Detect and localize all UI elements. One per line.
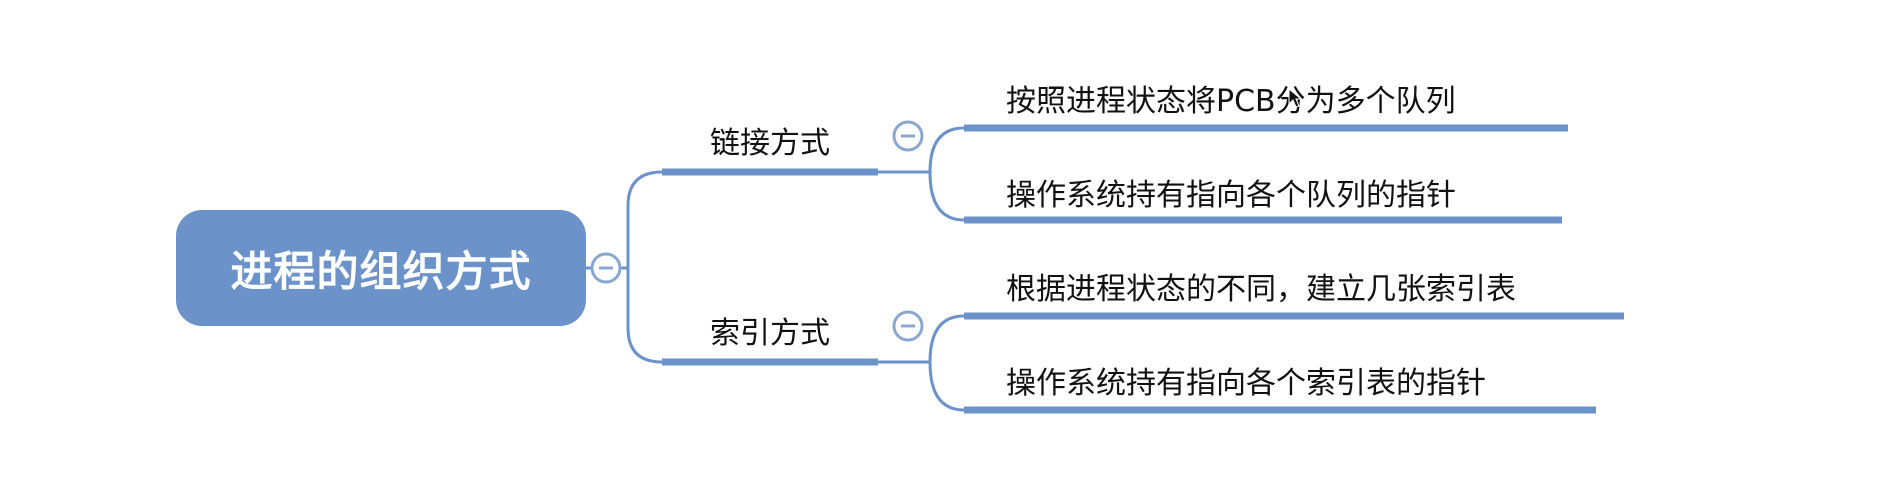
branch-label: 索引方式 [710,316,830,351]
root-label: 进程的组织方式 [230,246,532,296]
branch-1-connector [878,126,965,222]
root-node[interactable]: 进程的组织方式 [176,210,586,326]
leaf-node[interactable]: 操作系统持有指向各个索引表的指针 [1006,358,1486,402]
branch-node-link[interactable]: 链接方式 [664,118,876,162]
branch-1-collapse-toggle[interactable] [892,120,924,152]
mouse-pointer-icon [1288,88,1302,108]
leaf-label: 根据进程状态的不同，建立几张索引表 [1006,272,1516,307]
leaf-node[interactable]: 操作系统持有指向各个队列的指针 [1006,170,1456,214]
root-collapse-toggle[interactable] [590,252,622,284]
leaf-label: 按照进程状态将PCB分为多个队列 [1006,84,1456,119]
branch-label: 链接方式 [710,126,830,161]
branch-2-collapse-toggle[interactable] [892,310,924,342]
branch-node-index[interactable]: 索引方式 [664,308,876,352]
leaf-label: 操作系统持有指向各个索引表的指针 [1006,366,1486,401]
branch-2-connector [878,314,965,412]
leaf-label: 操作系统持有指向各个队列的指针 [1006,178,1456,213]
leaf-node[interactable]: 根据进程状态的不同，建立几张索引表 [1006,264,1516,308]
leaf-node[interactable]: 按照进程状态将PCB分为多个队列 [1006,76,1456,120]
